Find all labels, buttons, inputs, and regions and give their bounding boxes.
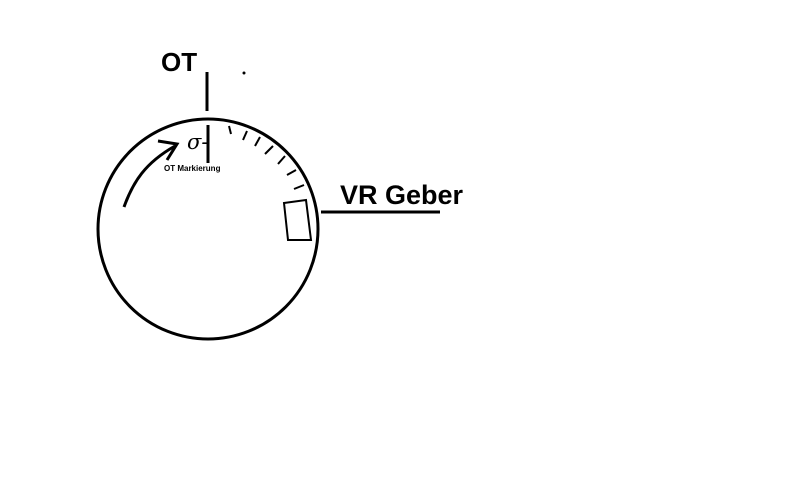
ot-label: OT bbox=[161, 47, 198, 77]
rotation-arrow bbox=[122, 144, 176, 208]
stray-dot bbox=[242, 71, 246, 75]
ot-marking-label: OT Markierung bbox=[164, 164, 221, 173]
tooth-gap-notch bbox=[282, 198, 313, 241]
wheel-teeth bbox=[228, 125, 305, 190]
ot-handwritten-mark: σ- bbox=[187, 130, 209, 154]
rotation-arrow-head bbox=[157, 139, 180, 161]
vr-sensor-label: VR Geber bbox=[340, 180, 464, 210]
trigger-wheel bbox=[96, 117, 320, 341]
